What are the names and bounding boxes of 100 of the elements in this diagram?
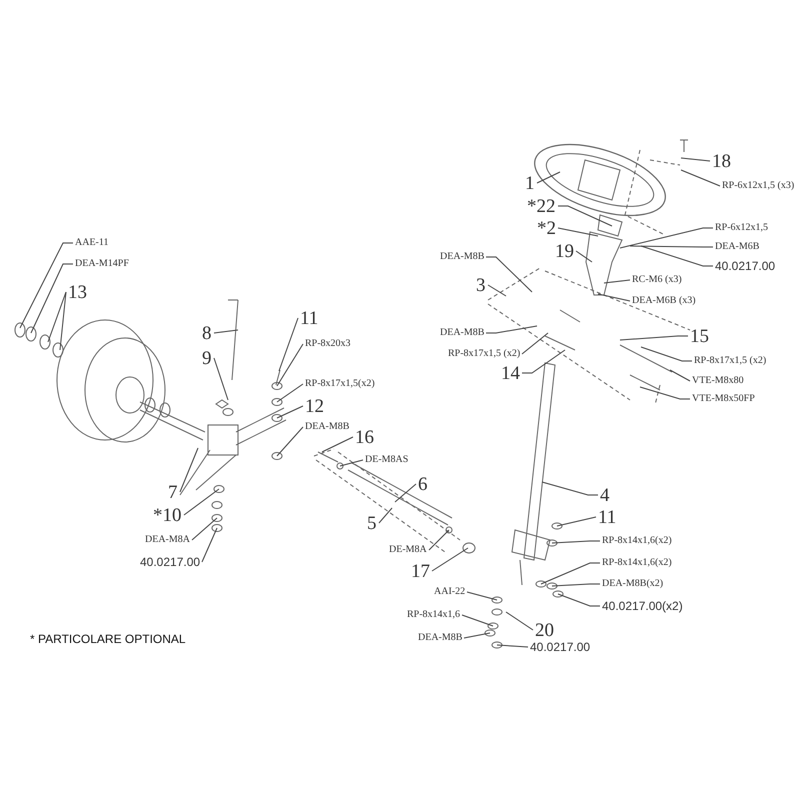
leader-line [192,518,218,540]
part-code-label: DE-M8A [389,545,427,555]
part-code-label: RP-6x12x1,5 (x3) [722,181,794,191]
leader-line [276,406,304,418]
leader-line [276,426,304,456]
leader-line [428,530,450,550]
part-code-label: DEA-M8B(x2) [602,579,664,589]
leader-line [184,488,220,516]
callout-number: 17 [411,562,430,580]
callout-number: 1 [525,174,534,192]
leader-line [670,370,690,382]
part-code-label: RC-M6 (x3) [632,275,682,285]
leader-line [486,326,538,334]
callout-number: 7 [168,482,178,502]
leader-line [604,280,630,284]
part-code-label: AAE-11 [75,238,109,248]
callout-number: 4 [600,486,610,504]
leader-line [378,508,392,524]
leader-line [522,350,566,374]
part-code-label: 40.0217.00 [530,641,590,653]
part-code-label: RP-8x14x1,6(x2) [602,558,672,568]
leader-line [20,242,74,328]
leader-line [630,246,714,248]
callout-number: 6 [418,474,428,494]
part-code-label: DEA-M6B (x3) [632,296,696,306]
leader-line [536,172,560,184]
part-code-label: DE-M8AS [365,455,408,465]
leader-line [542,482,598,496]
leader-line [276,384,304,402]
part-code-label: DEA-M8B [418,633,462,643]
leader-line [576,250,592,262]
callout-number: 12 [305,396,324,416]
leader-line [552,584,600,586]
leader-line [640,346,692,362]
part-code-label: RP-8x14x1,6(x2) [602,536,672,546]
leader-line [522,332,548,354]
leader-line [556,516,596,526]
callout-number: 3 [476,276,486,294]
leader-line [60,292,66,350]
leader-line [462,614,494,626]
leader-line [340,460,364,466]
leader-line [640,386,690,400]
callout-number: 15 [690,326,709,346]
leader-line [466,592,498,600]
leader-line [552,540,600,544]
leader-line [488,284,506,296]
leader-line [214,330,238,334]
leader-line [394,484,416,502]
part-code-label: 40.0217.00 [140,556,200,568]
callout-number: 5 [367,514,376,532]
leader-line [48,292,66,342]
leader-line [558,206,612,226]
leader-line [464,632,490,638]
callout-number: 8 [202,324,212,342]
callout-number: *22 [527,196,556,216]
part-code-label: DEA-M14PF [75,259,129,269]
callout-number: 13 [68,282,87,302]
part-code-label: DEA-M8B [440,252,484,262]
part-code-label: RP-8x20x3 [305,339,351,349]
leader-line [620,336,688,340]
part-code-label: RP-8x17x1,5 (x2) [694,356,766,366]
callout-number: 20 [535,620,554,640]
leader-line [558,228,598,236]
leader-line [322,436,354,452]
footnote: * PARTICOLARE OPTIONAL [30,633,186,645]
leader-line [598,294,630,302]
part-code-label: RP-8x17x1,5(x2) [305,379,375,389]
callout-number: 11 [598,508,616,526]
leader-line [680,158,710,162]
leader-line [486,256,532,292]
leader-line [496,644,528,648]
leader-line [680,170,720,186]
callout-number: *10 [153,506,182,524]
callout-number: 11 [300,308,318,328]
part-code-label: DEA-M8B [305,422,350,432]
part-code-label: RP-8x17x1,5 (x2) [448,349,520,359]
part-code-label: DEA-M8B [440,328,484,338]
leader-line [540,562,600,584]
part-code-label: 40.0217.00(x2) [602,600,683,612]
leader-line [30,264,74,334]
leader-line [432,548,468,572]
leader-line [620,228,714,248]
part-code-label: DEA-M8A [145,535,190,545]
part-code-label: RP-6x12x1,5 [715,223,768,233]
leader-line [276,344,304,386]
part-code-label: AAI-22 [434,587,466,597]
leader-line [506,612,534,630]
leader-line [214,358,228,400]
part-code-label: VTE-M8x80 [692,376,744,386]
callout-number: 18 [712,152,731,170]
callout-number: 9 [202,348,212,368]
callout-number: 19 [555,242,574,260]
leader-line [640,246,714,266]
leader-line [180,448,198,492]
leader-line [558,594,600,606]
callout-number: *2 [537,218,556,238]
leader-line [278,318,298,372]
part-code-label: VTE-M8x50FP [692,394,755,404]
part-code-label: 40.0217.00 [715,260,776,272]
callout-number: 16 [355,428,374,446]
